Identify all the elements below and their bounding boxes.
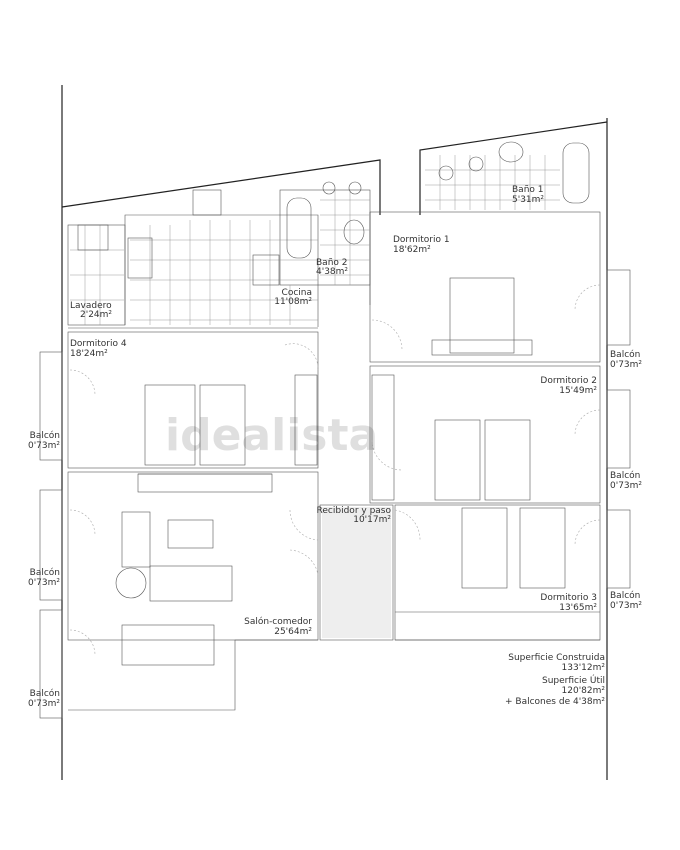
balconies-surface: + Balcones de 4'38m² xyxy=(505,697,605,707)
salon-area: 25'64m² xyxy=(274,627,312,637)
balcony-area: 0'73m² xyxy=(28,441,60,451)
stove-icon xyxy=(192,189,222,216)
balcony-name: Balcón xyxy=(30,688,60,699)
balcony-area: 0'73m² xyxy=(28,578,60,588)
balcony-name: Balcón xyxy=(610,470,640,481)
balcony-area: 0'73m² xyxy=(610,360,642,370)
dormitorio2-area: 15'49m² xyxy=(559,386,597,396)
dormitorio2-name: Dormitorio 2 xyxy=(540,376,597,386)
kitchen-sink-icon xyxy=(127,237,153,279)
wardrobe-icon xyxy=(294,374,318,466)
balcony-name: Balcón xyxy=(610,590,640,601)
useful-surface-label: Superficie Útil xyxy=(542,674,605,686)
balconies xyxy=(39,269,631,719)
dining-table-icon xyxy=(121,624,215,666)
sink-icon xyxy=(343,219,365,245)
cocina-name: Cocina xyxy=(282,288,312,298)
sink-icon xyxy=(498,141,524,163)
useful-surface-value: 120'82m² xyxy=(562,686,606,696)
built-surface-value: 133'12m² xyxy=(562,663,606,673)
dormitorio4-name: Dormitorio 4 xyxy=(70,339,127,349)
salon-name: Salón-comedor xyxy=(244,616,312,627)
lavadero-area: 2'24m² xyxy=(80,310,112,320)
bed-icon xyxy=(199,384,246,466)
toilet-icon xyxy=(348,181,362,195)
balcony-name: Balcón xyxy=(30,567,60,578)
sofa-icon xyxy=(121,511,151,568)
dormitorio3-area: 13'65m² xyxy=(559,603,597,613)
bano1-area: 5'31m² xyxy=(512,195,544,205)
bed-icon xyxy=(434,419,481,501)
recibidor-name: Recibidor y paso xyxy=(317,506,392,516)
balcony-name: Balcón xyxy=(30,430,60,441)
bano1-name: Baño 1 xyxy=(512,185,544,195)
dormitorio3-name: Dormitorio 3 xyxy=(540,593,597,603)
toilet-icon xyxy=(468,156,484,172)
fridge-icon xyxy=(252,254,280,286)
recibidor-area: 10'17m² xyxy=(353,515,391,525)
sofa-icon xyxy=(149,565,233,602)
balcony-area: 0'73m² xyxy=(610,481,642,491)
wardrobe-icon xyxy=(371,374,395,501)
balcony-name: Balcón xyxy=(610,349,640,360)
doors xyxy=(69,284,601,656)
room-walls xyxy=(67,189,601,641)
balcony-area: 0'73m² xyxy=(28,699,60,709)
hall-dotted-floor xyxy=(322,507,391,638)
bed-icon xyxy=(484,419,531,501)
toilet-icon xyxy=(322,181,336,195)
fixtures xyxy=(77,141,590,666)
balcony-area: 0'73m² xyxy=(610,601,642,611)
coffee-table-icon xyxy=(167,519,214,549)
armchair-icon xyxy=(115,567,147,599)
surface-summary: Superficie Construida 133'12m² Superfici… xyxy=(505,653,605,707)
dormitorio1-area: 18'62m² xyxy=(393,245,431,255)
bathtub-icon xyxy=(562,142,590,204)
room-labels: Lavadero 2'24m² Cocina 11'08m² Baño 2 4'… xyxy=(70,185,597,637)
bano2-area: 4'38m² xyxy=(316,267,348,277)
cocina-area: 11'08m² xyxy=(274,297,312,307)
kitchen-tiles xyxy=(70,155,560,325)
bed-icon xyxy=(144,384,196,466)
bano2-name: Baño 2 xyxy=(316,258,348,268)
bed-icon xyxy=(449,277,515,354)
dormitorio1-name: Dormitorio 1 xyxy=(393,235,450,245)
built-surface-label: Superficie Construida xyxy=(508,653,605,663)
watermark: idealista xyxy=(165,410,378,461)
toilet-icon xyxy=(438,165,454,181)
bed-icon xyxy=(461,507,508,589)
balcony-labels: Balcón 0'73m² Balcón 0'73m² Balcón 0'73m… xyxy=(28,349,642,709)
bed-icon xyxy=(519,507,566,589)
bathtub-icon xyxy=(286,197,312,259)
lavadero-name: Lavadero xyxy=(70,301,112,311)
dormitorio4-area: 18'24m² xyxy=(70,349,108,359)
washer-icon xyxy=(77,224,109,251)
